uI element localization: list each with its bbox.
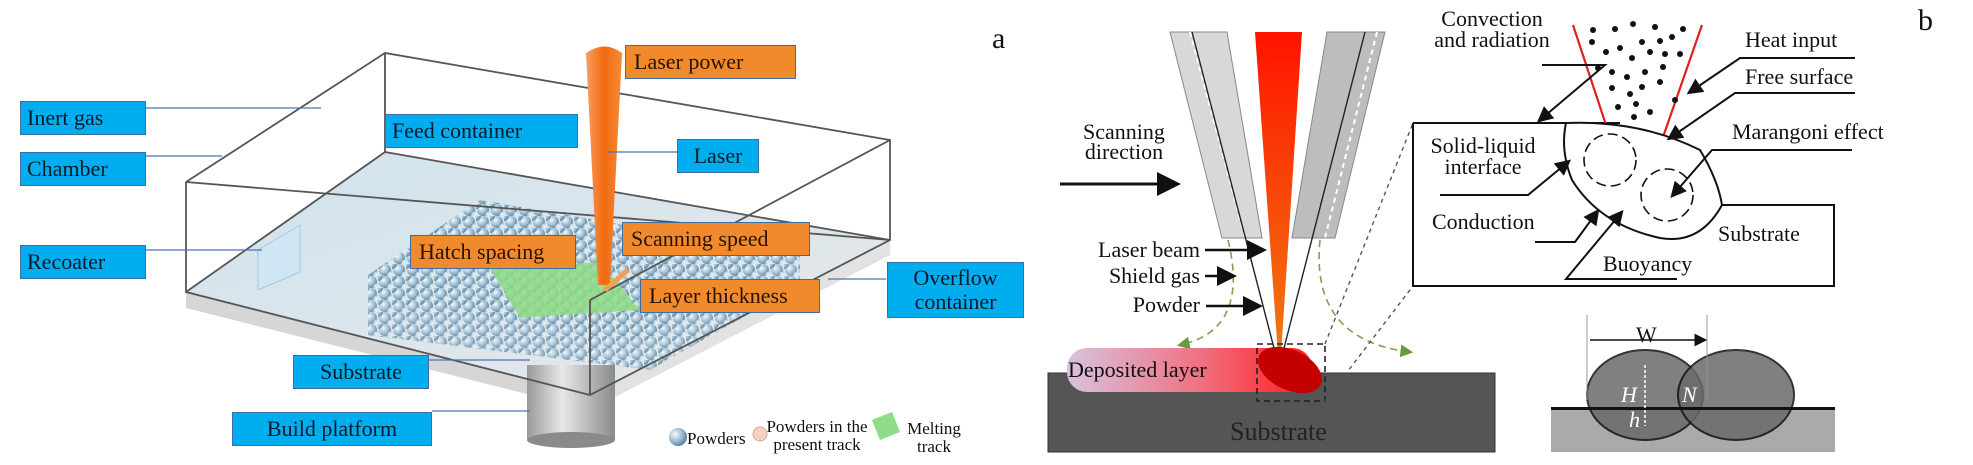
laser-beam-a <box>586 46 622 285</box>
convection-line2: and radiation <box>1434 27 1550 52</box>
label-deposited-layer: Deposited layer <box>1068 357 1207 382</box>
overflow-line1: Overflow <box>913 265 998 290</box>
label-free-surface: Free surface <box>1745 64 1854 89</box>
label-solid-liquid-interface: Solid-liquid interface <box>1418 133 1548 179</box>
label-bead-depth: h <box>1629 407 1640 432</box>
powder-sphere-icon <box>669 428 687 446</box>
label-convection-radiation: Convection and radiation <box>1412 6 1572 52</box>
label-scanning-speed: Scanning speed <box>622 222 810 256</box>
label-bead-width: W <box>1636 322 1657 347</box>
present-track-powder-icon <box>752 426 768 442</box>
legend-powders: Powders <box>687 429 746 448</box>
legend-melting-track-line2: track <box>917 437 951 456</box>
label-bead-overlap: N <box>1682 382 1697 407</box>
scanning-direction-line2: direction <box>1084 139 1164 164</box>
label-substrate-b: Substrate <box>1230 417 1327 446</box>
solid-liquid-line1: Solid-liquid <box>1430 133 1536 158</box>
legend-present-track-line2: present track <box>773 435 861 454</box>
powder-nozzle-left <box>1169 31 1263 239</box>
magnify-leaders <box>1324 122 1414 402</box>
label-hatch-spacing: Hatch spacing <box>410 235 576 269</box>
scanning-direction-line1: Scanning <box>1083 119 1165 144</box>
label-substrate-a: Substrate <box>293 355 429 389</box>
label-feed-container: Feed container <box>385 114 578 148</box>
label-build-platform: Build platform <box>232 412 432 446</box>
bead-cross-section <box>1551 315 1835 452</box>
deposited-layer <box>1067 348 1312 392</box>
convection-line1: Convection <box>1441 6 1543 31</box>
label-substrate-pool: Substrate <box>1718 221 1800 246</box>
label-laser: Laser <box>677 139 759 173</box>
melting-track-icon <box>872 412 900 440</box>
label-conduction: Conduction <box>1432 209 1535 234</box>
label-bead-height: H <box>1621 382 1637 407</box>
magnify-box <box>1256 343 1326 402</box>
legend-melting-track-line1: Melting <box>907 419 961 438</box>
scan-vector <box>603 268 630 292</box>
label-recoater: Recoater <box>20 245 146 279</box>
leader-lines-a <box>145 107 886 412</box>
build-platform-cylinder <box>527 365 615 448</box>
panel-letter-b: b <box>1918 4 1933 37</box>
legend-present-track: Powders in the present track <box>752 418 882 454</box>
legend-present-track-line1: Powders in the <box>766 417 868 436</box>
chamber-frame <box>185 52 891 396</box>
label-heat-input: Heat input <box>1745 27 1838 52</box>
label-laser-power: Laser power <box>625 45 796 79</box>
label-powder: Powder <box>1132 292 1200 317</box>
label-layer-thickness: Layer thickness <box>640 279 820 313</box>
label-overflow-container: Overflow container <box>887 262 1024 318</box>
panel-letter-a: a <box>992 22 1006 55</box>
shield-gas-flow <box>1176 239 1414 358</box>
melt-pool-schematic <box>1412 21 1855 287</box>
melt-pool <box>1258 346 1322 394</box>
label-buoyancy: Buoyancy <box>1603 251 1693 276</box>
label-scanning-direction: Scanning direction <box>1064 119 1184 164</box>
label-shield-gas: Shield gas <box>1108 263 1200 288</box>
legend-melting-track: Melting track <box>898 420 970 456</box>
laser-beam-b <box>1255 32 1302 355</box>
label-inert-gas: Inert gas <box>20 101 146 135</box>
label-arrows-left <box>1205 240 1267 316</box>
label-marangoni-effect: Marangoni effect <box>1732 119 1884 144</box>
overflow-line2: container <box>914 289 997 314</box>
label-laser-beam: Laser beam <box>1098 237 1200 262</box>
recoater-blade <box>257 224 301 291</box>
label-chamber: Chamber <box>20 152 146 186</box>
heat-particles <box>1589 21 1686 120</box>
solid-liquid-line2: interface <box>1444 154 1522 179</box>
